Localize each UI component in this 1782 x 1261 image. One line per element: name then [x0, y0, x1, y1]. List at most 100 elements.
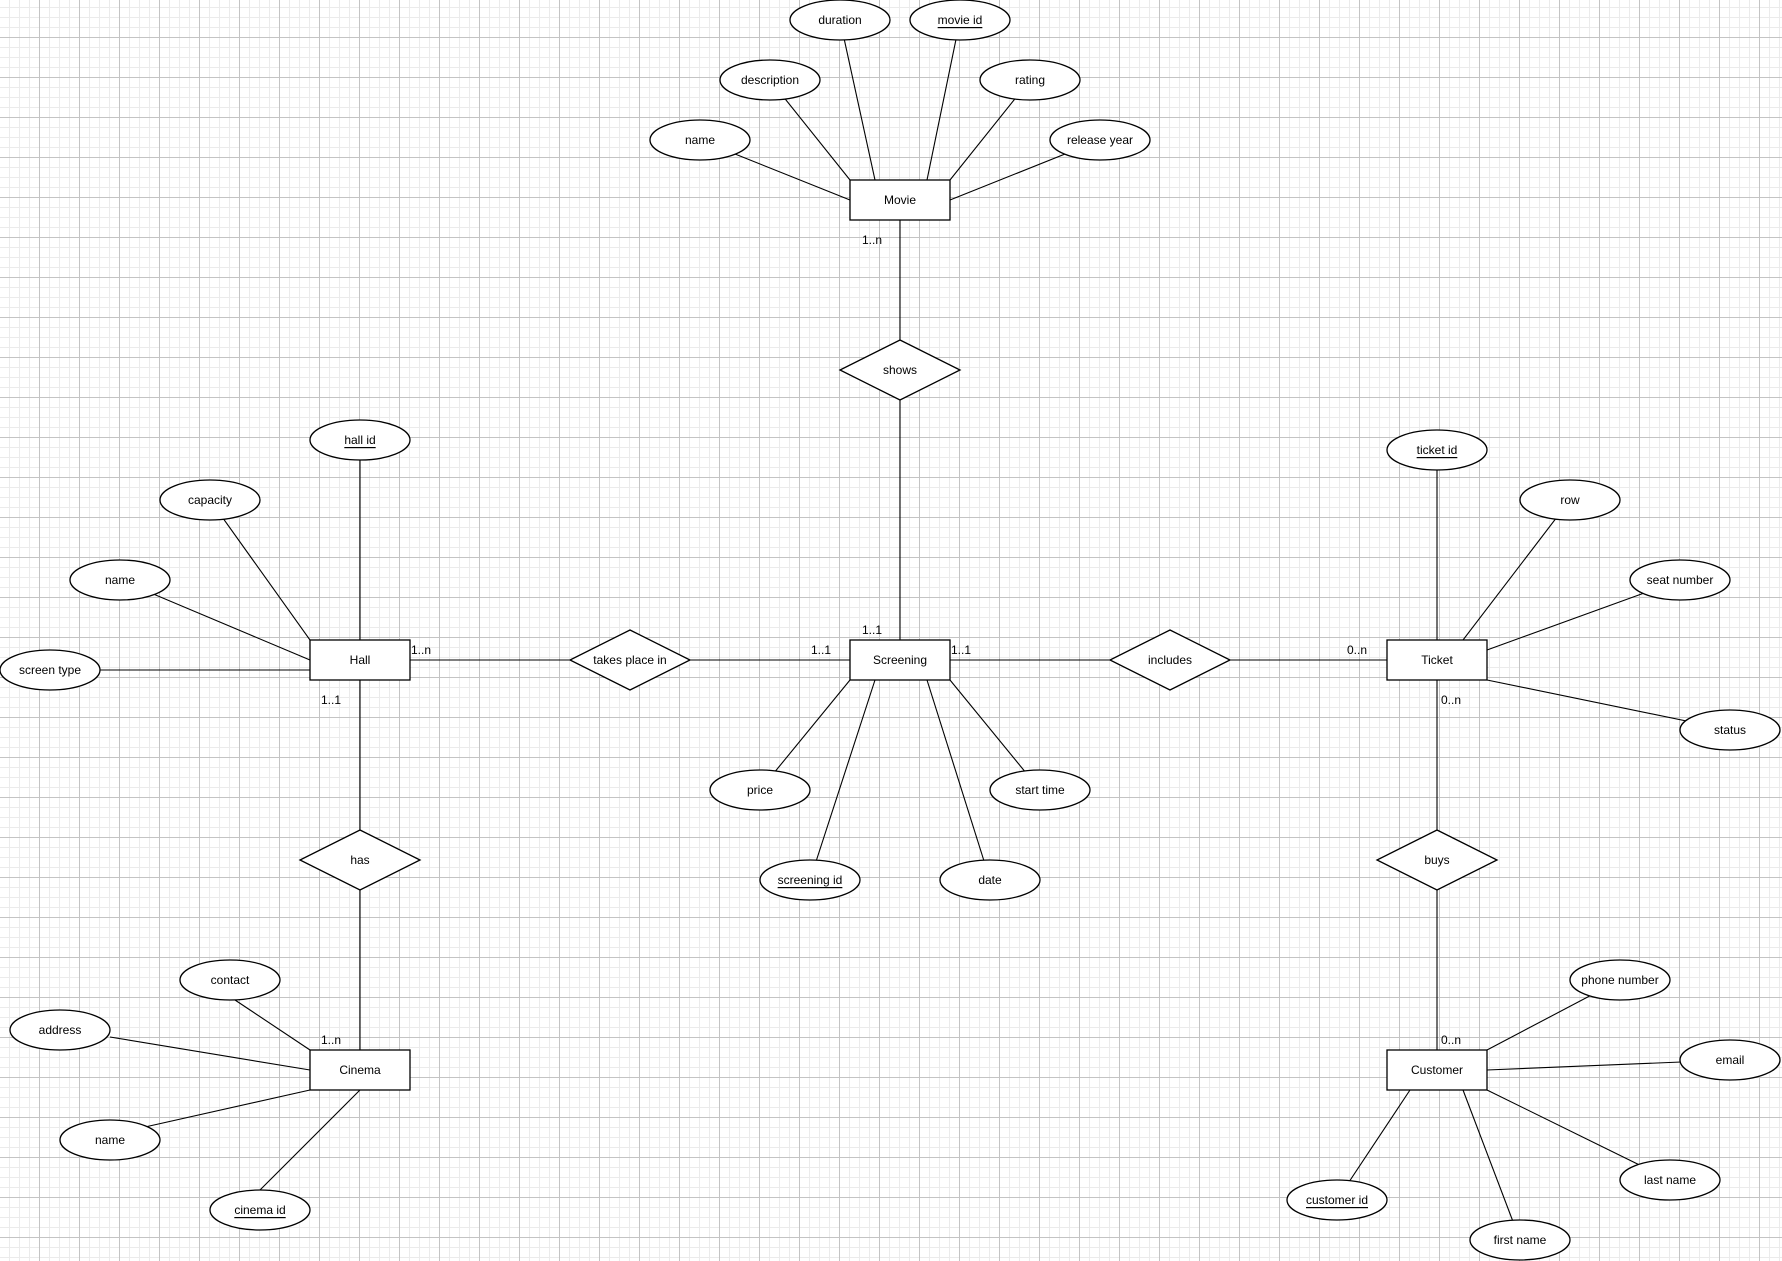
connector-s-date: [926, 679, 991, 881]
attribute-c-contact[interactable]: contact: [179, 959, 281, 1001]
attribute-ellipse: [1386, 429, 1488, 471]
connector-c-address: [109, 1036, 311, 1071]
attribute-t-row[interactable]: row: [1519, 479, 1621, 521]
attribute-ellipse: [69, 559, 171, 601]
entity-hall[interactable]: Hall: [309, 639, 411, 681]
entity-label: Ticket: [1421, 653, 1453, 667]
attribute-label: phone number: [1581, 973, 1658, 987]
attribute-label: price: [747, 783, 773, 797]
relationship-shows[interactable]: shows: [838, 339, 962, 401]
attribute-label: status: [1714, 723, 1746, 737]
attribute-ellipse: [979, 59, 1081, 101]
cardinality-takes-screening: 1..1: [811, 643, 831, 657]
attribute-ellipse: [1679, 709, 1781, 751]
attribute-m-description[interactable]: description: [719, 59, 821, 101]
relationship-label: has: [350, 853, 369, 867]
attribute-ellipse: [159, 479, 261, 521]
attribute-h-hall-id[interactable]: hall id: [309, 419, 411, 461]
attribute-h-capacity[interactable]: capacity: [159, 479, 261, 521]
entity-box: [309, 639, 411, 681]
attribute-ellipse: [649, 119, 751, 161]
attribute-ellipse: [59, 1119, 161, 1161]
attribute-s-price[interactable]: price: [709, 769, 811, 811]
attribute-ellipse: [909, 0, 1011, 41]
cardinality-ticket-buys: 0..n: [1441, 693, 1461, 707]
cardinality-includes-ticket: 0..n: [1347, 643, 1367, 657]
attribute-ellipse: [989, 769, 1091, 811]
key-attribute-label: movie id: [938, 13, 983, 27]
attribute-label: screen type: [19, 663, 81, 677]
attribute-h-name[interactable]: name: [69, 559, 171, 601]
attribute-label: seat number: [1647, 573, 1714, 587]
relationship-diamond: [568, 629, 692, 691]
connector-c-contact: [234, 999, 311, 1051]
key-attribute-label: screening id: [778, 873, 843, 887]
attribute-c-cinema-id[interactable]: cinema id: [209, 1189, 311, 1231]
attribute-m-release-year[interactable]: release year: [1049, 119, 1151, 161]
cardinality-hall-has: 1..1: [321, 693, 341, 707]
attribute-s-date[interactable]: date: [939, 859, 1041, 901]
attribute-u-customer-id[interactable]: customer id: [1286, 1179, 1388, 1221]
attribute-t-seat-number[interactable]: seat number: [1629, 559, 1731, 601]
attribute-label: start time: [1015, 783, 1065, 797]
attribute-s-screening-id[interactable]: screening id: [759, 859, 861, 901]
connector-t-row: [1462, 499, 1571, 641]
attribute-h-screen-type[interactable]: screen type: [0, 649, 101, 691]
attribute-ellipse: [1286, 1179, 1388, 1221]
attribute-ellipse: [9, 1009, 111, 1051]
attribute-m-name[interactable]: name: [649, 119, 751, 161]
attribute-m-rating[interactable]: rating: [979, 59, 1081, 101]
entity-label: Customer: [1411, 1063, 1463, 1077]
attribute-label: first name: [1494, 1233, 1547, 1247]
attribute-m-duration[interactable]: duration: [789, 0, 891, 41]
connector-s-screening-id: [809, 679, 876, 881]
cardinality-screening-includes: 1..1: [951, 643, 971, 657]
attribute-label: rating: [1015, 73, 1045, 87]
relationship-takes-place-in[interactable]: takes place in: [568, 629, 692, 691]
attribute-u-first-name[interactable]: first name: [1469, 1219, 1571, 1261]
attribute-ellipse: [939, 859, 1041, 901]
attribute-t-ticket-id[interactable]: ticket id: [1386, 429, 1488, 471]
attribute-u-last-name[interactable]: last name: [1619, 1159, 1721, 1201]
entity-movie[interactable]: Movie: [849, 179, 951, 221]
entity-ticket[interactable]: Ticket: [1386, 639, 1488, 681]
cardinality-buys-customer: 0..n: [1441, 1033, 1461, 1047]
attribute-ellipse: [1619, 1159, 1721, 1201]
attribute-ellipse: [1519, 479, 1621, 521]
entity-label: Cinema: [339, 1063, 381, 1077]
attribute-s-start-time[interactable]: start time: [989, 769, 1091, 811]
key-attribute-label: hall id: [344, 433, 375, 447]
attribute-ellipse: [209, 1189, 311, 1231]
relationship-label: buys: [1424, 853, 1449, 867]
entity-label: Movie: [884, 193, 916, 207]
relationship-has[interactable]: has: [298, 829, 422, 891]
attribute-label: address: [39, 1023, 82, 1037]
attribute-c-name[interactable]: name: [59, 1119, 161, 1161]
entity-box: [849, 639, 951, 681]
attribute-ellipse: [1569, 959, 1671, 1001]
connector-u-first-name: [1462, 1089, 1521, 1241]
attribute-ellipse: [759, 859, 861, 901]
attribute-label: release year: [1067, 133, 1133, 147]
attribute-label: name: [105, 573, 135, 587]
relationship-buys[interactable]: buys: [1375, 829, 1499, 891]
attribute-c-address[interactable]: address: [9, 1009, 111, 1051]
attribute-ellipse: [1679, 1039, 1781, 1081]
attribute-label: row: [1560, 493, 1580, 507]
key-attribute-label: ticket id: [1417, 443, 1458, 457]
attribute-label: capacity: [188, 493, 232, 507]
cardinality-shows-screening: 1..1: [862, 623, 882, 637]
attribute-u-email[interactable]: email: [1679, 1039, 1781, 1081]
attribute-ellipse: [1629, 559, 1731, 601]
entity-customer[interactable]: Customer: [1386, 1049, 1488, 1091]
attribute-ellipse: [719, 59, 821, 101]
attribute-m-movie-id[interactable]: movie id: [909, 0, 1011, 41]
relationship-diamond: [298, 829, 422, 891]
relationship-includes[interactable]: includes: [1108, 629, 1232, 691]
attribute-u-phone-number[interactable]: phone number: [1569, 959, 1671, 1001]
attribute-t-status[interactable]: status: [1679, 709, 1781, 751]
attribute-ellipse: [709, 769, 811, 811]
entity-screening[interactable]: Screening: [849, 639, 951, 681]
entity-cinema[interactable]: Cinema: [309, 1049, 411, 1091]
